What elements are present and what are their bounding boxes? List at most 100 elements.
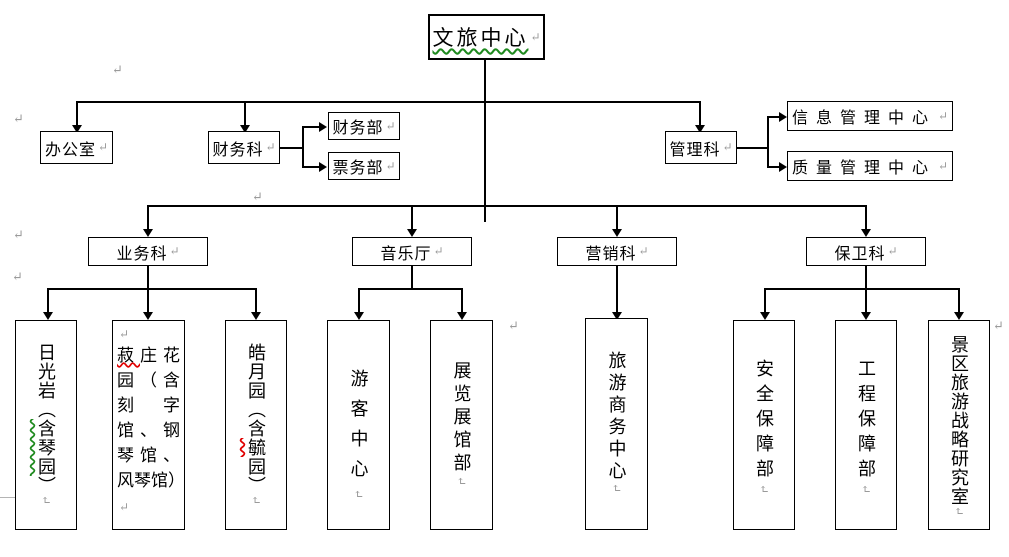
box-root-title[interactable]: 文旅中心↵ bbox=[428, 14, 545, 60]
safety-support-dept-label: 安全保障部 bbox=[754, 359, 774, 484]
connector-line bbox=[767, 116, 779, 118]
box-office[interactable]: 办公室↵ bbox=[40, 131, 113, 164]
arrowhead-right-icon bbox=[319, 122, 327, 132]
connector-line bbox=[461, 288, 463, 312]
arrowhead-down-icon bbox=[354, 312, 364, 320]
box-engineering-support-dept[interactable]: 工程保障部↵ bbox=[835, 320, 897, 530]
pilcrow-mark: ↵ bbox=[757, 484, 771, 495]
connector-line bbox=[302, 126, 319, 128]
pilcrow-mark: ↵ bbox=[252, 189, 263, 204]
shuzhuang-garden-label: 菽庄花园（含刻字馆、钢琴馆、风琴馆）↵ bbox=[117, 343, 185, 520]
arrowhead-right-icon bbox=[779, 112, 787, 122]
pilcrow-mark: ↵ bbox=[530, 29, 541, 44]
pilcrow-mark: ↵ bbox=[119, 327, 130, 341]
box-ticketing-dept[interactable]: 票务部↵ bbox=[328, 152, 400, 180]
quality-management-center-label: 质量管理中心 bbox=[791, 160, 936, 177]
riguangyan-label-end: ） bbox=[36, 476, 56, 495]
exhibition-dept-label: 展览展馆部 bbox=[451, 361, 472, 476]
pilcrow-mark: ↵ bbox=[433, 244, 444, 258]
management-section-label: 管理科 bbox=[669, 141, 721, 159]
tourism-business-center-label: 旅游商务中心 bbox=[606, 351, 627, 483]
box-business-section[interactable]: 业务科↵ bbox=[88, 237, 208, 266]
box-security-section[interactable]: 保卫科↵ bbox=[806, 237, 926, 266]
box-concert-hall[interactable]: 音乐厅↵ bbox=[352, 237, 472, 266]
arrowhead-down-icon bbox=[240, 125, 250, 133]
pilcrow-mark: ↵ bbox=[351, 489, 366, 500]
connector-line bbox=[699, 101, 701, 125]
box-exhibition-dept[interactable]: 展览展馆部↵ bbox=[430, 320, 493, 530]
finance-dept-label: 财务部 bbox=[332, 120, 384, 137]
connector-line bbox=[616, 266, 618, 312]
arrowhead-down-icon bbox=[251, 312, 261, 320]
connector-line bbox=[47, 288, 49, 312]
box-shuzhuang-garden[interactable]: ↵ 菽庄花园（含刻字馆、钢琴馆、风琴馆）↵ bbox=[112, 320, 185, 530]
pilcrow-mark: ↵ bbox=[249, 495, 263, 506]
box-quality-management-center[interactable]: 质量管理中心↵ bbox=[787, 151, 953, 181]
connector-line bbox=[764, 288, 960, 290]
box-management-section[interactable]: 管理科↵ bbox=[665, 131, 737, 164]
arrowhead-down-icon bbox=[695, 125, 705, 133]
connector-line bbox=[616, 205, 618, 229]
connector-line bbox=[302, 126, 304, 167]
pilcrow-mark: ↵ bbox=[169, 244, 180, 258]
haoyueyuan-label: 皓月园（含 bbox=[246, 343, 266, 438]
arrowhead-down-icon bbox=[457, 312, 467, 320]
ticketing-dept-label: 票务部 bbox=[332, 160, 384, 177]
pilcrow-mark: ↵ bbox=[609, 483, 624, 494]
arrowhead-down-icon bbox=[954, 312, 964, 320]
finance-section-label: 财务科 bbox=[212, 141, 264, 159]
pilcrow-mark: ↵ bbox=[952, 506, 966, 517]
connector-line bbox=[147, 205, 149, 229]
box-haoyueyuan[interactable]: 皓月园（含毓园）↵ bbox=[225, 320, 287, 530]
pilcrow-mark: ↵ bbox=[13, 227, 24, 242]
arrowhead-down-icon bbox=[861, 312, 871, 320]
info-management-center-label: 信息管理中心 bbox=[791, 110, 936, 127]
pilcrow-mark: ↵ bbox=[937, 108, 949, 123]
box-finance-dept[interactable]: 财务部↵ bbox=[328, 112, 400, 140]
connector-line bbox=[767, 116, 769, 167]
box-safety-support-dept[interactable]: 安全保障部↵ bbox=[733, 320, 795, 530]
office-label: 办公室 bbox=[44, 141, 96, 159]
riguangyan-label: 日光岩（ bbox=[36, 343, 56, 419]
box-marketing-section[interactable]: 营销科↵ bbox=[557, 237, 677, 266]
connector-line bbox=[411, 266, 413, 289]
pilcrow-mark: ↵ bbox=[454, 476, 469, 487]
pilcrow-mark: ↵ bbox=[12, 269, 23, 284]
box-riguangyan[interactable]: 日光岩（含琴园）↵ bbox=[15, 320, 77, 530]
business-section-label: 业务科 bbox=[116, 245, 168, 263]
arrowhead-right-icon bbox=[319, 162, 327, 172]
pilcrow-mark: ↵ bbox=[265, 140, 276, 154]
root-title-label: 文旅中心 bbox=[432, 26, 529, 50]
connector-line bbox=[958, 288, 960, 312]
connector-line bbox=[77, 101, 701, 103]
haoyueyuan-label-wavy: 毓 bbox=[246, 438, 266, 457]
visitor-center-label: 游客中心 bbox=[348, 369, 369, 489]
box-strategy-research-office[interactable]: 景区旅游战略研究室↵ bbox=[928, 320, 990, 530]
connector-line bbox=[764, 288, 766, 312]
connector-line bbox=[358, 288, 360, 312]
connector-line bbox=[865, 205, 867, 229]
pilcrow-mark: ↵ bbox=[993, 318, 1004, 333]
connector-line bbox=[411, 205, 413, 229]
connector-line bbox=[484, 60, 486, 222]
arrowhead-down-icon bbox=[43, 312, 53, 320]
connector-line bbox=[47, 288, 257, 290]
security-section-label: 保卫科 bbox=[834, 245, 886, 263]
box-tourism-business-center[interactable]: 旅游商务中心↵ bbox=[585, 318, 648, 530]
arrowhead-down-icon bbox=[612, 229, 622, 237]
pilcrow-mark: ↵ bbox=[39, 495, 53, 506]
box-info-management-center[interactable]: 信息管理中心↵ bbox=[787, 101, 953, 131]
connector-line bbox=[737, 147, 768, 149]
arrowhead-down-icon bbox=[861, 229, 871, 237]
arrowhead-down-icon bbox=[143, 312, 153, 320]
box-visitor-center[interactable]: 游客中心↵ bbox=[327, 320, 390, 530]
connector-line bbox=[147, 266, 149, 289]
connector-line bbox=[76, 101, 78, 125]
pilcrow-mark: ↵ bbox=[937, 158, 949, 173]
margin-line bbox=[0, 497, 15, 498]
shuzhuang-garden-label-wavy: 菽 bbox=[117, 346, 140, 365]
pilcrow-mark: ↵ bbox=[112, 62, 123, 77]
pilcrow-mark: ↵ bbox=[508, 318, 519, 333]
box-finance-section[interactable]: 财务科↵ bbox=[208, 131, 280, 164]
